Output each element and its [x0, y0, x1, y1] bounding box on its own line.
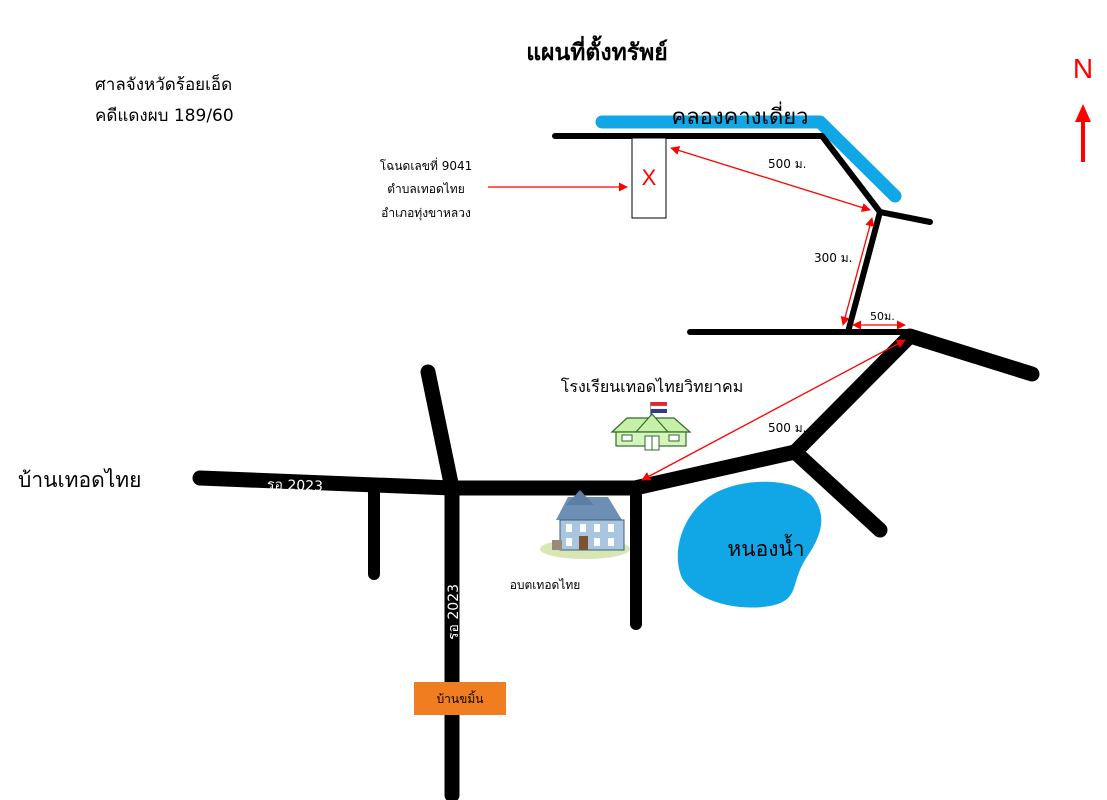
- case-number: คดีแดงผบ 189/60: [95, 106, 234, 126]
- distance-300: 300 ม.: [814, 251, 852, 265]
- pond-name: หนองน้ำ: [727, 534, 804, 561]
- sao-office-building-icon: [540, 490, 630, 559]
- school-icon: [610, 402, 692, 451]
- pond: [677, 481, 822, 608]
- distance-500-mid: 500 ม.: [768, 421, 806, 435]
- sao-office-label: อบตเทอดไทย: [510, 578, 581, 592]
- village-south-box: [414, 682, 506, 715]
- north-arrow: N: [1073, 53, 1093, 162]
- court-name: ศาลจังหวัดร้อยเอ็ด: [95, 73, 232, 95]
- distance-arrows: [488, 146, 906, 481]
- district: อำเภอทุ่งขาหลวง: [381, 206, 471, 221]
- subdistrict: ตำบลเทอดไทย: [387, 182, 465, 196]
- village-south-label: บ้านขมิ้น: [437, 690, 484, 706]
- north-label: N: [1073, 53, 1093, 84]
- village-west: บ้านเทอดไทย: [18, 468, 141, 492]
- side-roads: [368, 482, 642, 630]
- canal-name: คลองคางเดี่ยว: [671, 101, 808, 130]
- school-name: โรงเรียนเทอดไทยวิทยาคม: [561, 377, 744, 396]
- deed-number: โฉนดเลขที่ 9041: [380, 157, 473, 173]
- upper-roads: [552, 133, 933, 335]
- property-plot: [631, 137, 667, 219]
- map-title: แผนที่ตั้งทรัพย์: [526, 35, 668, 66]
- main-roads: [192, 328, 1040, 800]
- property-marker: X: [642, 165, 657, 190]
- distance-500-top: 500 ม.: [768, 157, 806, 171]
- road-label-vertical: รอ 2023: [446, 584, 462, 640]
- road-label-horizontal: รอ 2023: [267, 477, 324, 495]
- distance-50: 50ม.: [870, 310, 895, 323]
